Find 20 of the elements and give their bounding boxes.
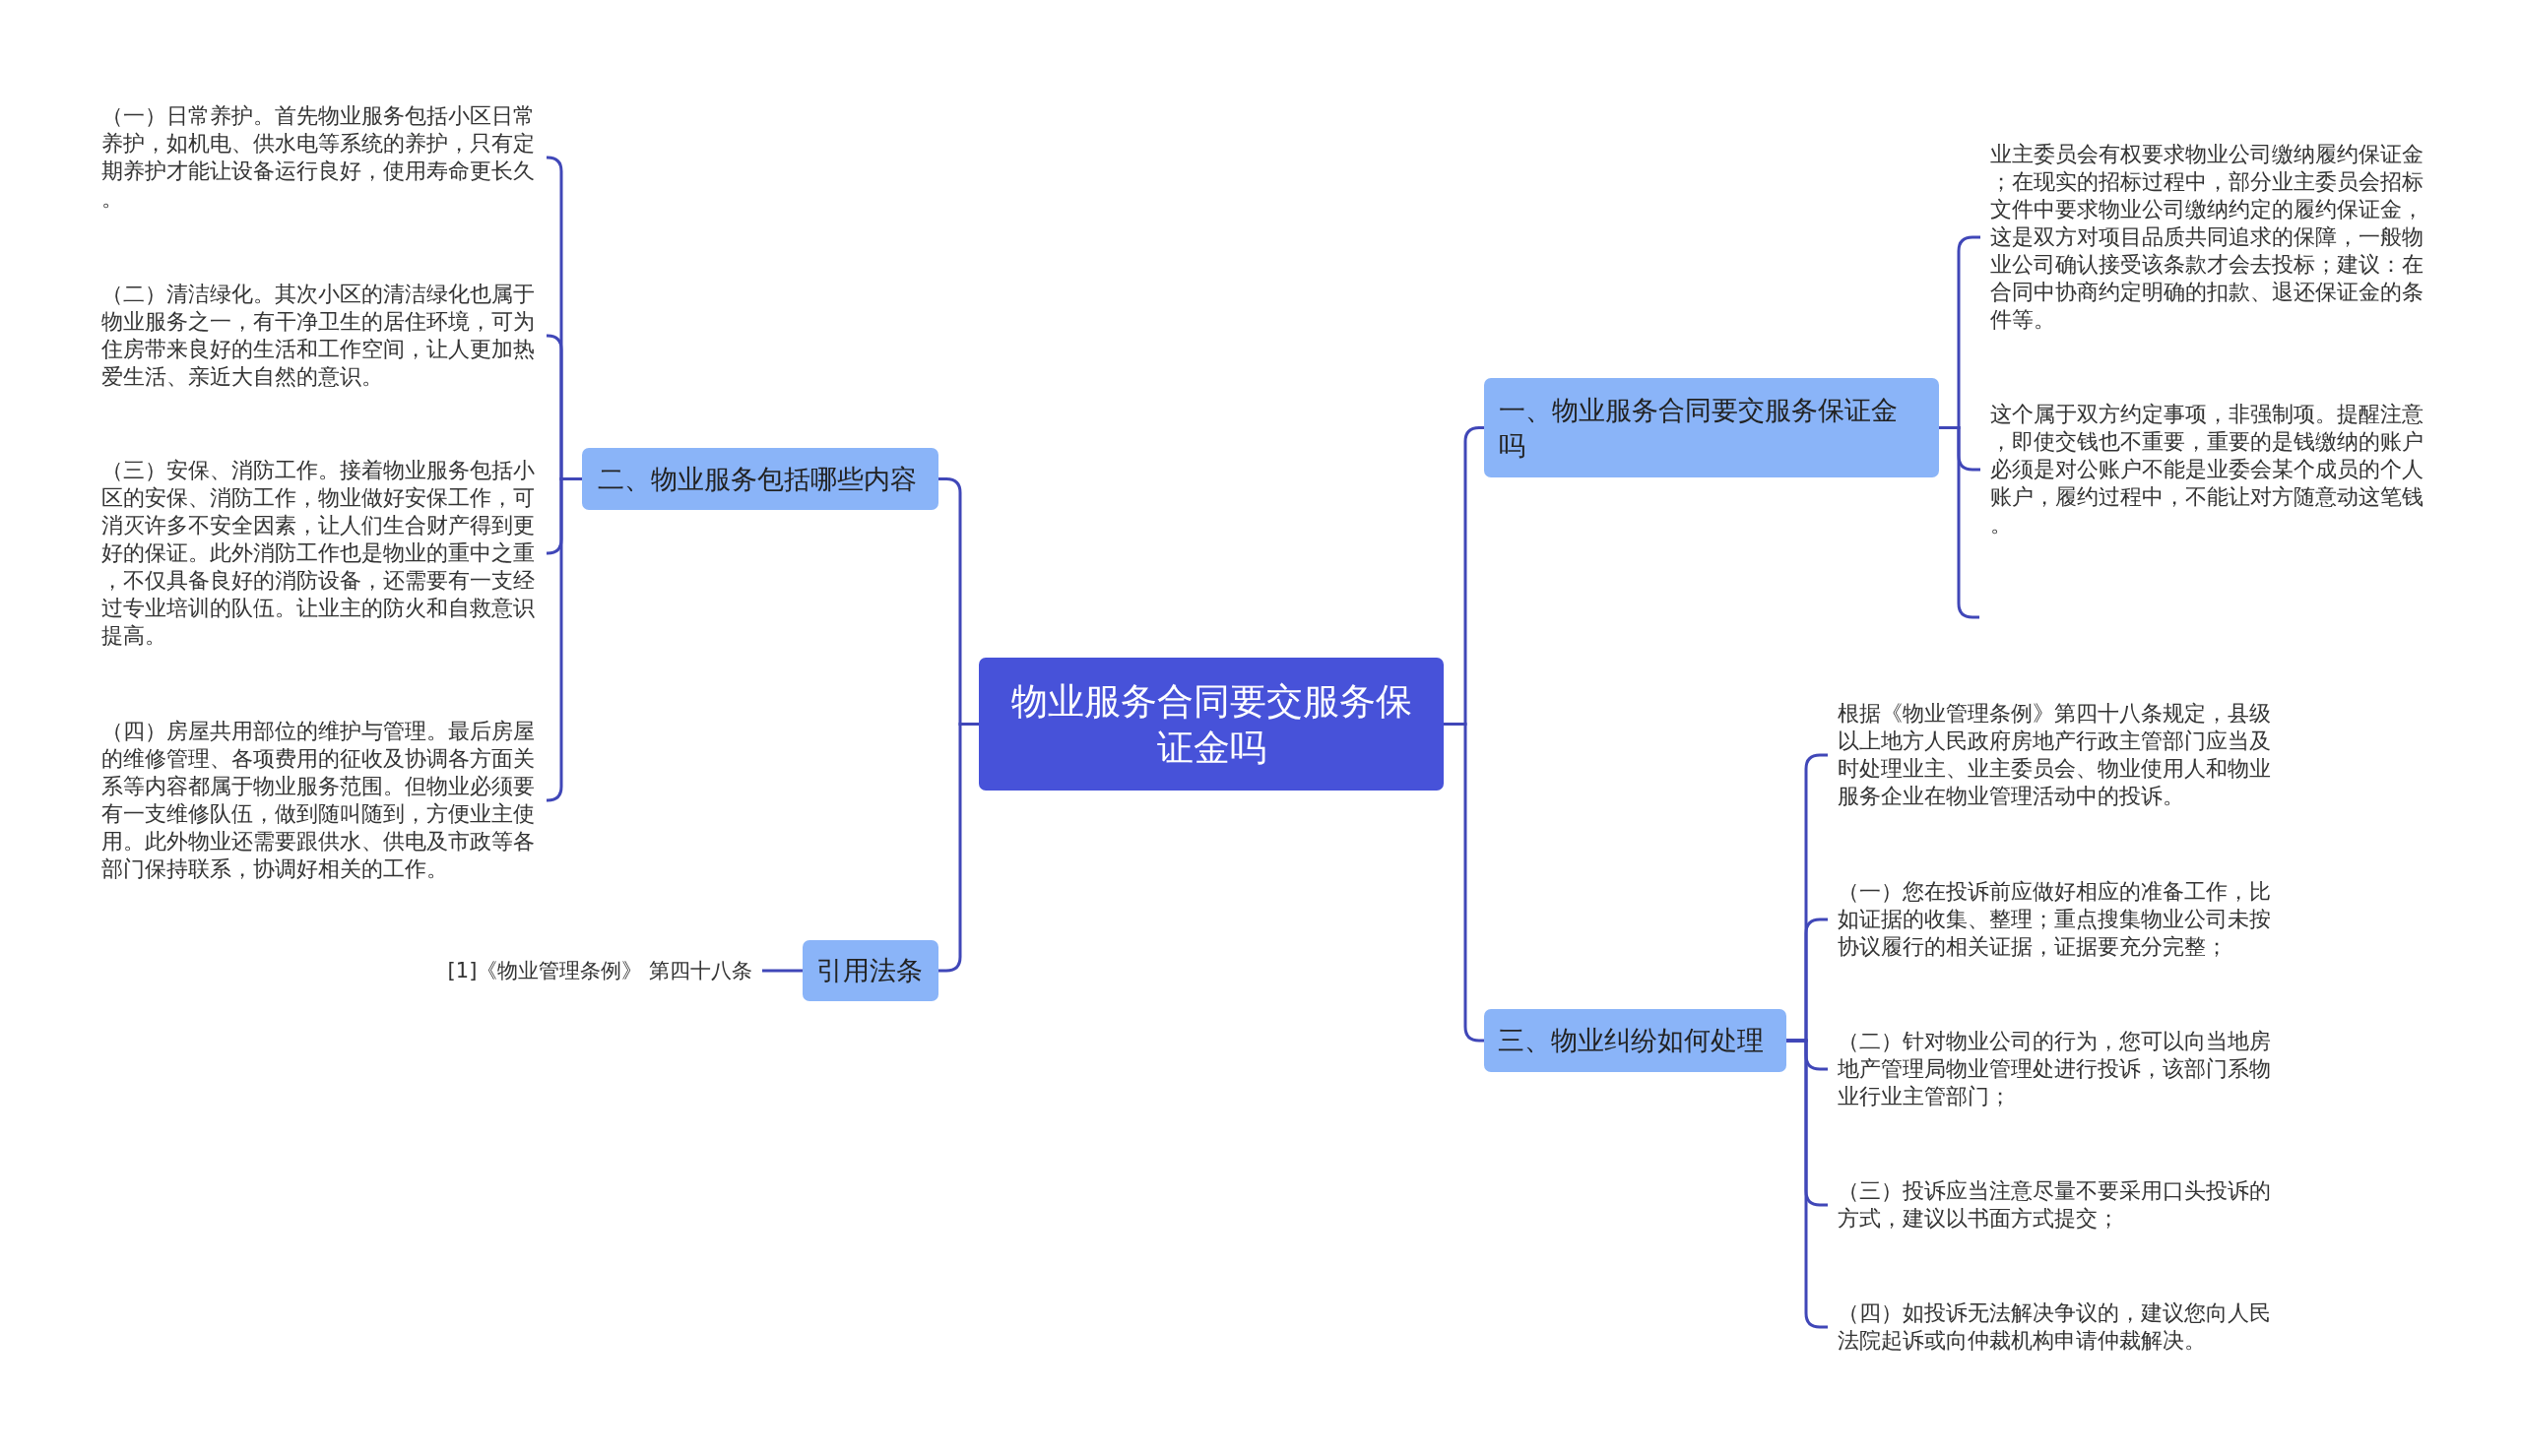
note-text: （二）针对物业公司的行为，您可以向当地房地产管理局物业管理处进行投诉，该部门系物业行业主管部门； [1828,1028,2273,1110]
note-text: （三）投诉应当注意尽量不要采用口头投诉的方式，建议以书面方式提交； [1828,1177,2273,1233]
central-topic-box: 物业服务合同要交服务保证金吗 [979,658,1444,791]
note-text: 这个属于双方约定事项，非强制项。提醒注意，即使交钱也不重要，重要的是钱缴纳的账户必须是对公账户不能是业委会某个成员的个人账户，履约过程中，不能让对方随意动这笔钱。 [1980,401,2425,538]
note-text: （一）您在投诉前应做好相应的准备工作，比如证据的收集、整理；重点搜集物业公司未按协议履行的相关证据，证据要充分完整； [1828,878,2273,961]
topic-box: 二、物业服务包括哪些内容 [582,448,938,510]
note-text: 根据《物业管理条例》第四十八条规定，县级以上地方人民政府房地产行政主管部门应当及时处理业主、业主委员会、物业使用人和物业服务企业在物业管理活动中的投诉。 [1828,700,2273,810]
note-text: （二）清洁绿化。其次小区的清洁绿化也属于物业服务之一，有干净卫生的居住环境，可为住房带来良好的生活和工作空间，让人更加热爱生活、亲近大自然的意识。 [101,281,547,391]
topic-box: 一、物业服务合同要交服务保证金吗 [1484,378,1939,477]
note-text: （三）安保、消防工作。接着物业服务包括小区的安保、消防工作，物业做好安保工作，可消灭许多不安全因素，让人们生合财产得到更好的保证。此外消防工作也是物业的重中之重，不仅具备良好的消防设备，还需要有一支经过专业培训的队伍。让业主的防火和自救意识提高。 [101,457,547,650]
topic-box: 三、物业纠纷如何处理 [1484,1009,1786,1072]
reference-text: [1]《物业管理条例》 第四十八条 [374,957,762,984]
note-text: （四）如投诉无法解决争议的，建议您向人民法院起诉或向仲裁机构申请仲裁解决。 [1828,1299,2273,1355]
note-text: （四）房屋共用部位的维护与管理。最后房屋的维修管理、各项费用的征收及协调各方面关系等内容都属于物业服务范围。但物业必须要有一支维修队伍，做到随叫随到，方便业主使用。此外物业还需要跟供水、供电及市政等各部门保持联系，协调好相关的工作。 [101,718,547,883]
note-text: 业主委员会有权要求物业公司缴纳履约保证金；在现实的招标过程中，部分业主委员会招标文件中要求物业公司缴纳约定的履约保证金，这是双方对项目品质共同追求的保障，一般物业公司确认接受该条款才会去投标；建议：在合同中协商约定明确的扣款、退还保证金的条件等。 [1980,141,2425,334]
connector-line [1444,723,1484,1043]
note-text: （一）日常养护。首先物业服务包括小区日常养护，如机电、供水电等系统的养护，只有定期养护才能让设备运行良好，使用寿命更长久。 [101,102,547,213]
connector-line [762,969,803,973]
topic-box: 引用法条 [803,940,938,1001]
connector-line [938,723,979,973]
